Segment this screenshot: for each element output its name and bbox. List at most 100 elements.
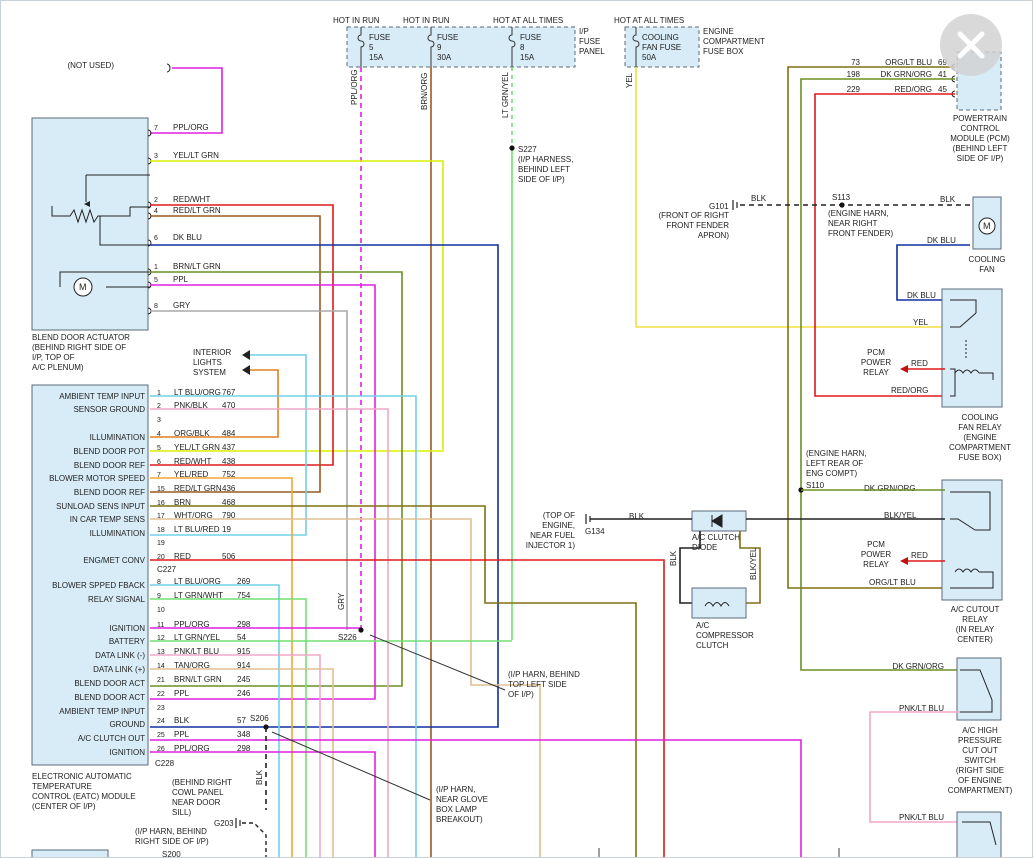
wire-label: DK BLU	[907, 291, 936, 300]
wire-gry	[150, 310, 348, 630]
pin-number: 3	[154, 153, 158, 160]
cooling-fan-fuse-label: COOLING	[642, 33, 679, 42]
eatc-pin-function: ILLUMINATION	[90, 433, 146, 442]
ac-pressure-switch-label: COMPARTMENT)	[948, 786, 1013, 795]
partial-module	[31, 849, 109, 858]
clutch-coil-icon	[704, 602, 730, 608]
cooling-fan-label: FAN	[979, 265, 995, 274]
wire-wht-org	[150, 518, 541, 858]
wire-yel-red	[150, 477, 293, 858]
wire-label: ORG/LT BLU	[869, 578, 916, 587]
wire-label: PPL/ORG	[174, 620, 210, 629]
circuit-number: 298	[237, 620, 251, 629]
wire-label: YEL	[625, 72, 634, 88]
eatc-pin-function: BLEND DOOR REF	[74, 488, 145, 497]
wire-dk-blu	[150, 244, 499, 728]
ground-icon	[585, 514, 591, 524]
pin-number: 45	[938, 85, 947, 94]
s113-note: NEAR RIGHT	[828, 219, 877, 228]
pcm-power-relay-label: PCM	[867, 348, 885, 357]
pin-number: 4	[157, 431, 161, 438]
cooling-fan-fuse-label: FAN FUSE	[642, 43, 681, 52]
switch-icon	[962, 821, 997, 846]
ac-compressor-clutch-label: A/C	[696, 621, 710, 630]
ip-fuse-panel	[346, 26, 576, 68]
g134-note: ENGINE,	[542, 521, 575, 530]
wire-label: DK BLU	[173, 233, 202, 242]
wire-pnk-lt-blu	[150, 654, 321, 858]
pcm-label: (BEHIND LEFT	[953, 144, 1008, 153]
g203-note: (BEHIND RIGHT	[172, 778, 232, 787]
pcm-power-relay-label: RELAY	[863, 560, 889, 569]
wire-label: DK GRN/ORG	[892, 662, 944, 671]
wire-label: RED/LT GRN	[173, 206, 221, 215]
blend-door-actuator-label: BLEND DOOR ACTUATOR	[32, 333, 130, 342]
ac-compressor-clutch-label: COMPRESSOR	[696, 631, 754, 640]
circuit-number: 437	[222, 443, 236, 452]
potentiometer-icon	[51, 206, 131, 224]
eatc-pin-function: AMBIENT TEMP INPUT	[59, 707, 145, 716]
circuit-number: 754	[237, 591, 251, 600]
circuit-number: 57	[237, 716, 246, 725]
circuit-number: 470	[222, 401, 236, 410]
g101-note: FRONT FENDER	[666, 221, 729, 230]
eatc-module-label: ELECTRONIC AUTOMATIC	[32, 772, 132, 781]
close-button[interactable]	[940, 14, 1002, 76]
arrow-icon	[900, 557, 908, 565]
wire-lt-blu-org	[150, 395, 417, 858]
arrow-icon	[242, 350, 250, 360]
ground-wire	[242, 822, 267, 858]
cooling-fan-relay-label: COOLING	[962, 413, 999, 422]
cooling-fan-relay-label: FUSE BOX)	[958, 453, 1001, 462]
engine-compartment-fuse-box-label: ENGINE	[703, 27, 734, 36]
close-icon	[957, 31, 985, 59]
pin-number: 21	[157, 677, 165, 684]
wire-ppl-348	[150, 739, 802, 858]
pot-lead	[99, 216, 150, 246]
circuit-number: 436	[222, 484, 236, 493]
fuse-9-label: FUSE	[437, 33, 458, 42]
pin-number: 5	[157, 445, 161, 452]
leader-line	[271, 731, 431, 801]
blend-door-actuator-label: (BEHIND RIGHT SIDE OF	[32, 343, 126, 352]
cooling-fan-relay	[941, 288, 1003, 408]
pin-number: 25	[157, 732, 165, 739]
eatc-module-label: CONTROL (EATC) MODULE	[32, 792, 136, 801]
pin-number: 1	[157, 390, 161, 397]
wire-pnk-blk	[150, 408, 389, 858]
interior-lights-label: INTERIOR	[193, 348, 231, 357]
s110-label: S110	[806, 481, 825, 490]
pin-number: 41	[938, 70, 947, 79]
ground-icon	[732, 200, 738, 210]
s226-note: TOP LEFT SIDE	[508, 680, 567, 689]
ip-fuse-panel-label: I/P	[579, 27, 589, 36]
pcm-power-relay-label: RELAY	[863, 368, 889, 377]
eatc-pin-function: DATA LINK (+)	[93, 665, 145, 674]
wire-label: LT BLU/ORG	[174, 388, 221, 397]
fuse-9-label: 30A	[437, 53, 452, 62]
fuse-5-label: FUSE	[369, 33, 390, 42]
wire-tan-org	[150, 668, 334, 858]
wire-label: PPL	[174, 730, 190, 739]
ac-cutout-relay-label: (IN RELAY	[956, 625, 995, 634]
engine-compartment-fuse-box-label: COMPARTMENT	[703, 37, 765, 46]
circuit-number: 229	[847, 85, 861, 94]
interior-lights-label: SYSTEM	[193, 368, 226, 377]
pin-number: 5	[154, 277, 158, 284]
wire-label: BLK	[174, 716, 190, 725]
wire-red-506	[150, 559, 665, 858]
pin-number: 17	[157, 513, 165, 520]
hot-at-all-times-label: HOT AT ALL TIMES	[493, 16, 563, 25]
pin-number: 7	[157, 472, 161, 479]
s110-note: LEFT REAR OF	[806, 459, 863, 468]
s200-note: RIGHT SIDE OF I/P)	[135, 837, 209, 846]
g134-note: INJECTOR 1)	[526, 541, 576, 550]
motor-lead	[59, 271, 150, 287]
wire-label: RED/ORG	[891, 386, 928, 395]
relay-lead	[950, 491, 991, 531]
ac-pressure-switch-label: (RIGHT SIDE	[956, 766, 1004, 775]
ground-icon	[235, 818, 241, 828]
engine-compartment-fuse-box-label: FUSE BOX	[703, 47, 744, 56]
eatc-pin-function: BLEND DOOR POT	[73, 447, 145, 456]
wire-label: BLK/YEL	[884, 511, 917, 520]
